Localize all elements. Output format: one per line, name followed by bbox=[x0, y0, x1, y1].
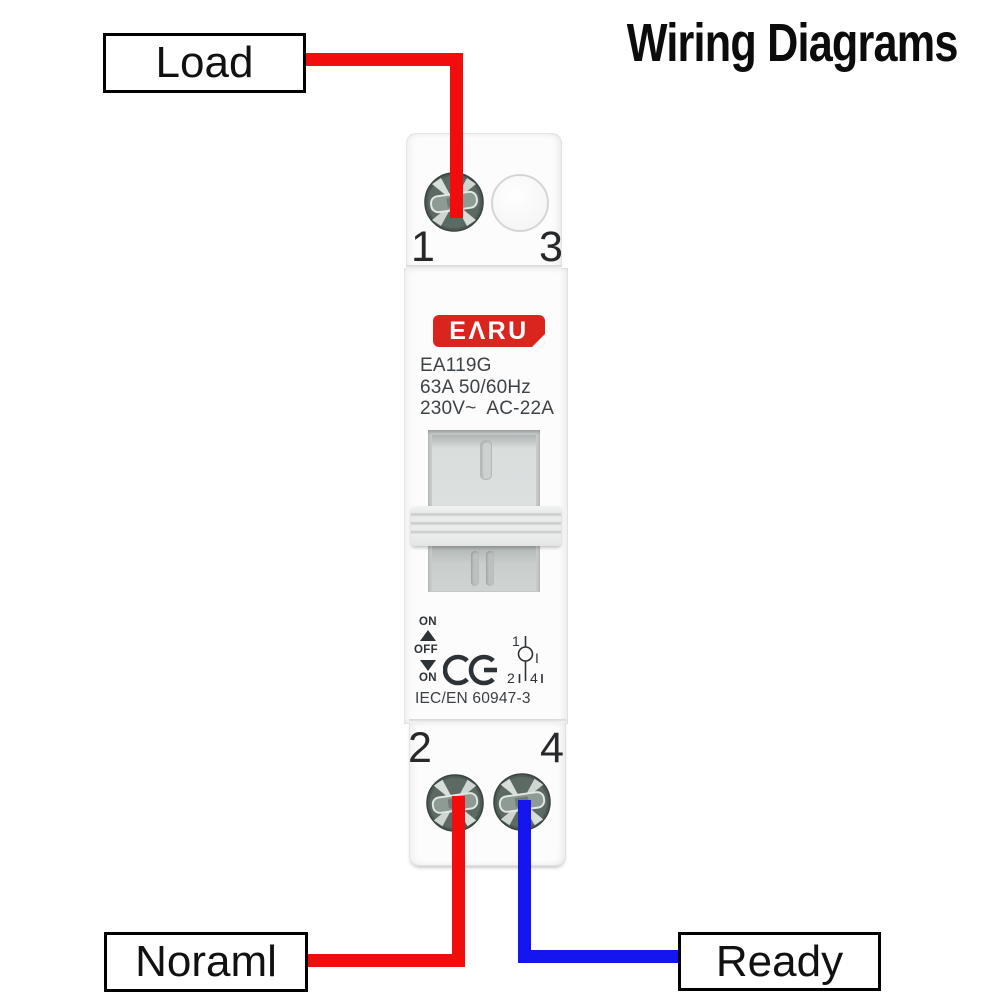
svg-text:4: 4 bbox=[530, 670, 538, 686]
ce-mark-icon bbox=[443, 654, 497, 686]
terminal-number-2: 2 bbox=[408, 724, 432, 772]
svg-text:1: 1 bbox=[512, 633, 520, 649]
standard-text: IEC/EN 60947-3 bbox=[415, 690, 531, 707]
toggle-slot-lower-right bbox=[486, 551, 494, 586]
terminal-number-3: 3 bbox=[539, 223, 563, 271]
up-arrow-icon bbox=[420, 630, 436, 641]
load-wire-vertical bbox=[450, 53, 463, 218]
on-top-label: ON bbox=[419, 616, 437, 628]
switch-position-symbol: 1 I 2 4 bbox=[507, 633, 543, 686]
body-seam-top bbox=[406, 265, 562, 269]
normal-wire-horizontal bbox=[302, 954, 465, 967]
load-label: Load bbox=[155, 38, 254, 87]
logo-corner-cut bbox=[532, 334, 545, 347]
page-title: Wiring Diagrams bbox=[627, 13, 959, 73]
brand-logo: EΛRU bbox=[433, 315, 545, 347]
voltage-text: 230V~ AC-22A bbox=[420, 398, 555, 419]
load-label-box: Load bbox=[103, 33, 306, 93]
off-label: OFF bbox=[414, 644, 438, 656]
down-arrow-icon bbox=[420, 660, 436, 671]
load-wire-horizontal bbox=[300, 53, 463, 66]
device-specs: EA119G 63A 50/60Hz 230V~ AC-22A bbox=[420, 355, 554, 420]
normal-wire-vertical bbox=[452, 796, 465, 962]
normal-label: Noraml bbox=[135, 937, 277, 986]
on-bottom-label: ON bbox=[419, 672, 437, 684]
svg-text:2: 2 bbox=[507, 670, 515, 686]
toggle-handle bbox=[411, 506, 561, 546]
terminal-hole-3 bbox=[491, 174, 549, 232]
terminal-number-4: 4 bbox=[540, 724, 564, 772]
toggle-window-lower bbox=[432, 546, 536, 591]
toggle-slot-lower-left bbox=[471, 551, 479, 586]
ready-label-box: Ready bbox=[678, 932, 881, 991]
svg-text:I: I bbox=[535, 650, 539, 666]
ready-wire-vertical bbox=[518, 800, 531, 963]
ready-wire-horizontal bbox=[518, 950, 678, 963]
ready-label: Ready bbox=[715, 936, 844, 986]
toggle-slot-upper bbox=[480, 440, 492, 480]
brand-text: EΛRU bbox=[449, 316, 529, 345]
terminal-number-1: 1 bbox=[411, 223, 435, 271]
rating-text: 63A 50/60Hz bbox=[420, 376, 532, 398]
body-seam-bottom bbox=[409, 719, 566, 723]
normal-label-box: Noraml bbox=[104, 932, 308, 992]
model-text: EA119G bbox=[420, 355, 492, 376]
